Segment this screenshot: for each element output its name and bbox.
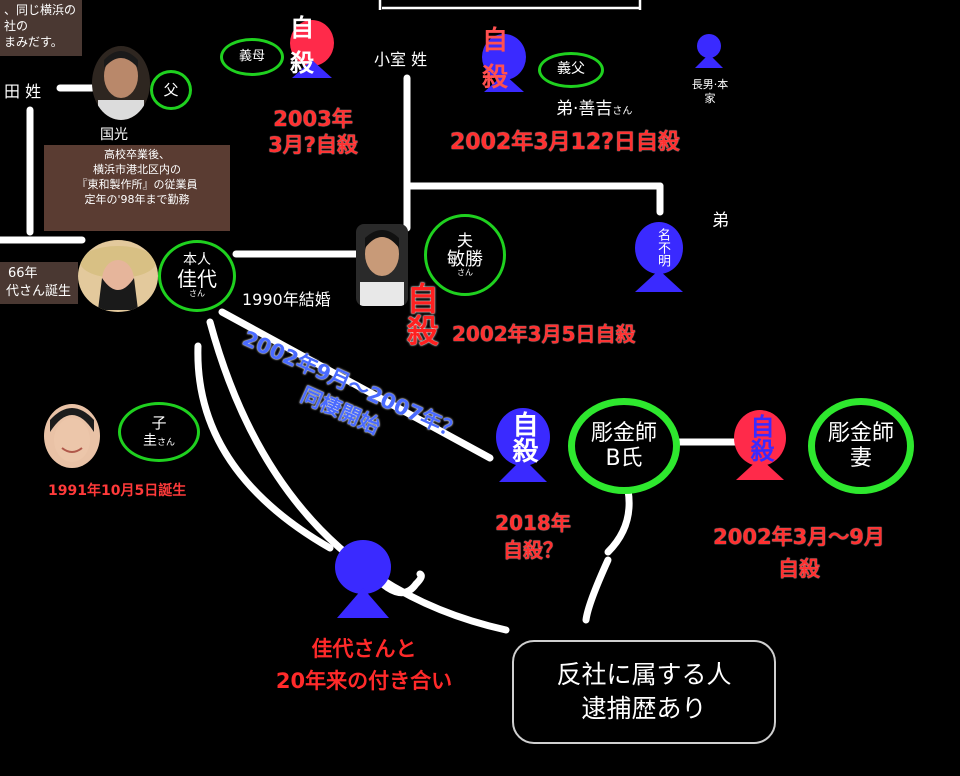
mother-in-law-event: 2003年 3月?自殺 (258, 106, 368, 159)
eldest-son-icon (694, 34, 724, 68)
antisocial-box: 反社に属する人 逮捕歴あり (512, 640, 776, 744)
surname-komuro: 小室 姓 (374, 50, 428, 69)
mid-suicide-badge: 自殺 (496, 408, 550, 482)
mother-in-law-oval: 義母 (220, 38, 284, 76)
father-role-oval: 父 (150, 70, 192, 110)
event-line: 佳代さんと (311, 637, 417, 661)
child-name-row: 圭さん (143, 432, 175, 449)
surname-left: 田 姓 (4, 82, 42, 101)
suicide-label: 自殺 (746, 414, 774, 462)
father-photo (92, 46, 150, 120)
self-birth-line: 代さん誕生 (6, 283, 72, 299)
event-line: 2003年 (273, 107, 353, 131)
unknown-person-text: 名不明 (655, 228, 670, 267)
husband-name: 敏勝 (447, 248, 483, 270)
child-oval: 子 圭さん (118, 402, 200, 462)
partner-icon (330, 540, 396, 618)
husband-suicide-text: 自殺 (400, 282, 440, 353)
suicide-label: 自殺 (290, 14, 314, 77)
tattoo-wife-oval: 彫金師妻 (808, 398, 914, 494)
unknown-person-icon (632, 222, 686, 292)
husband-suffix: さん (457, 268, 473, 278)
top-note: 、同じ横浜の 社の まみだす。 (0, 0, 82, 56)
child-name: 圭 (142, 432, 157, 449)
marriage-text: 1990年結婚 (242, 290, 331, 309)
eldest-son-text: 長男·本家 (691, 78, 729, 106)
top-note-line: 、同じ横浜の (4, 3, 77, 17)
father-in-law-name: 弟·善吉 (556, 99, 613, 119)
husband-oval: 夫 敏勝 さん (424, 214, 506, 296)
event-line: 自殺 (778, 556, 820, 581)
father-name: 国光 (100, 127, 128, 143)
self-birth-note: 66年 代さん誕生 (0, 262, 78, 304)
father-in-law-event: 2002年3月12?日自殺 (450, 130, 680, 155)
father-in-law-oval: 義父 (538, 52, 604, 88)
suicide-label: 自殺 (482, 26, 509, 93)
father-bio-line: 横浜市港北区内の (93, 162, 181, 176)
self-role: 本人 (183, 251, 211, 268)
father-bio-line: 高校卒業後、 (104, 148, 170, 161)
suicide-label: 自殺 (401, 282, 440, 346)
husband-role: 夫 (456, 230, 473, 250)
child-suffix: さん (156, 437, 175, 448)
mother-in-law-suicide-badge: 自殺 (290, 14, 334, 78)
event-line: 自殺？ (503, 538, 563, 562)
father-in-law-label: 弟·善吉さん (556, 94, 632, 119)
father-bio-line: 『東和製作所』の従業員 (76, 177, 198, 191)
eldest-son-label: 長男·本家 (690, 78, 730, 107)
self-suffix: さん (189, 289, 205, 299)
father-in-law-role: 義父 (557, 61, 585, 78)
event-line: 2002年3月～9月 (713, 525, 885, 549)
top-note-line: 社の (4, 19, 29, 34)
suicide-label: 自殺 (508, 411, 538, 463)
tattoo-artist-name: 彫金師B氏 (590, 420, 657, 471)
self-name: 佳代 (177, 267, 217, 292)
event-line: 3月?自殺 (268, 133, 358, 158)
unknown-person-label: 名不明 (648, 228, 670, 267)
self-birth-line: 66年 (8, 266, 38, 281)
tattoo-artist-oval: 彫金師B氏 (568, 398, 680, 494)
mother-in-law-role: 義母 (238, 48, 265, 64)
father-bio: 高校卒業後、 横浜市港北区内の 『東和製作所』の従業員 定年の'98年まで勤務 (44, 145, 230, 231)
tattoo-wife-event: 2002年3月～9月 自殺 (682, 522, 916, 585)
self-photo (78, 240, 158, 312)
top-note-line: まみだす。 (4, 35, 63, 50)
husband-event: 2002年3月5日自殺 (452, 322, 636, 346)
father-bio-line: 定年の'98年まで勤務 (84, 192, 190, 206)
child-photo (44, 404, 100, 468)
tattoo-wife-name: 彫金師妻 (827, 420, 894, 471)
tattoo-wife-suicide-badge: 自殺 (734, 410, 786, 480)
event-line: 20年来の付き合い (275, 668, 453, 693)
father-in-law-suicide-badge: 自殺 (482, 26, 526, 93)
child-birth: 1991年10月5日誕生 (48, 483, 187, 499)
mid-suicide-event: 2018年 自殺？ (478, 510, 588, 564)
event-line: 2018年 (495, 511, 571, 535)
brother-label: 弟 (712, 211, 729, 231)
child-role: 子 (151, 414, 167, 433)
partner-event: 佳代さんと 20年来の付き合い (246, 634, 482, 697)
father-role: 父 (163, 80, 179, 99)
antisocial-line: 反社に属する人 (556, 660, 732, 690)
father-in-law-suffix: さん (612, 106, 633, 117)
antisocial-line: 逮捕歴あり (581, 694, 707, 723)
self-oval: 本人 佳代 さん (158, 240, 236, 312)
husband-photo (356, 224, 408, 306)
